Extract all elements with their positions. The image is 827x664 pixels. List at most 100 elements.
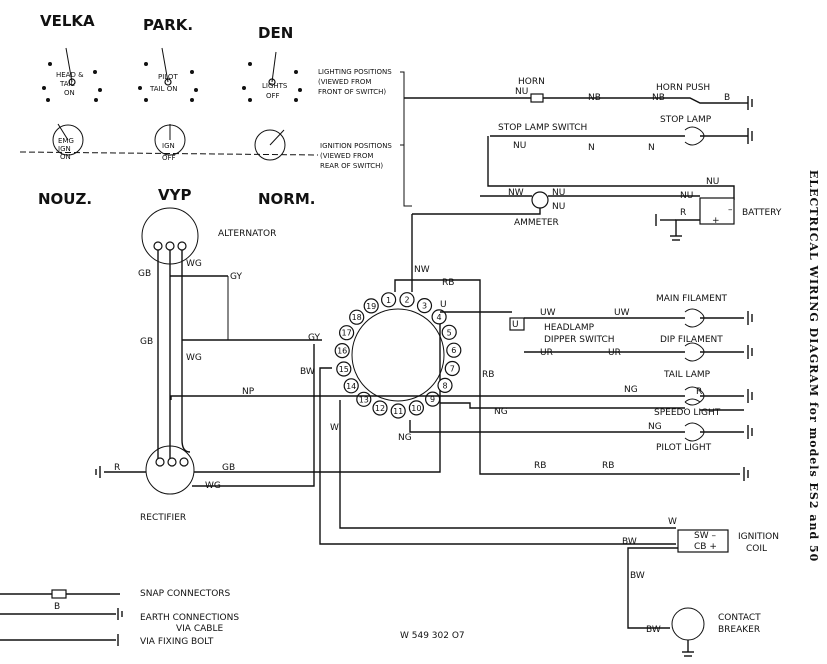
contact-breaker-symbol [671,607,705,641]
switch-terminal-4 [431,309,447,325]
alternator-label: ALTERNATOR [218,229,276,239]
diagram-title: ELECTRICAL WIRING DIAGRAM for models ES2… [807,170,820,562]
wire-nu5: NU [552,202,565,212]
drawing-number: W 549 302 O7 [400,631,465,641]
coil-cb: CB + [694,542,717,552]
dial1-head: HEAD & [56,71,84,79]
wire-wg2: WG [186,353,202,363]
switch-terminal-2 [399,292,415,308]
wire-bw4: BW [646,625,661,635]
dial5-off: OFF [162,154,176,162]
wire-nu3: NU [706,177,719,187]
legend-via-bolt: VIA FIXING BOLT [140,637,214,647]
switch-terminal-label-15: 15 [339,365,349,374]
dial4-on: ON [60,153,71,161]
switch-terminal-label-13: 13 [359,395,369,404]
switch-terminal-18 [349,309,365,325]
dial5-ign: IGN [162,142,175,150]
wire-u1: U [440,300,447,310]
wire-ur1: UR [540,348,553,358]
rectifier-label: RECTIFIER [140,513,186,523]
dip-filament-label: DIP FILAMENT [660,335,723,345]
horn-circuit: HORN HORN PUSH NU NB NB B STOP LAMP SWIT… [404,77,753,153]
wire-n1: N [588,143,595,153]
switch-terminal-label-2: 2 [404,296,409,305]
switch-terminal-label-19: 19 [366,302,376,311]
wire-rb1: RB [442,278,454,288]
wire-nw: NW [508,188,524,198]
breaker-label: BREAKER [718,625,760,635]
switch-terminal-label-9: 9 [430,395,435,404]
wire-nb1: NB [588,93,601,103]
wire-gy2: GY [308,333,321,343]
battery-ammeter: NU NW NU NU NU AMMETER – + BATTERY R [412,136,782,241]
note-lighting-3: FRONT OF SWITCH) [318,88,386,96]
dial4-ign: IGN [58,145,71,153]
wire-rb2: RB [482,370,494,380]
switch-terminal-label-4: 4 [437,313,442,322]
dial2-pilot: PILOT [158,73,178,81]
wire-r-batt: R [680,208,686,218]
stop-switch-label: STOP LAMP SWITCH [498,123,587,133]
wire-gb2: GB [140,337,153,347]
horn-push-label: HORN PUSH [656,83,710,93]
wire-nu1: NU [515,87,528,97]
dipper-switch-symbol [509,317,525,331]
switch-terminal-8 [437,377,453,393]
legend: SNAP CONNECTORS B EARTH CONNECTIONS VIA … [0,589,239,647]
battery-minus: – [728,205,733,215]
switch-terminal-15 [336,361,352,377]
wire-ng4: NG [398,433,412,443]
wire-np: NP [242,387,255,397]
wire-wg3: WG [205,481,221,491]
switch-terminal-5 [441,324,457,340]
coil-sw: SW – [694,531,716,541]
switch-terminal-label-5: 5 [447,328,452,337]
wire-b1: B [724,93,730,103]
tail-lamp-label: TAIL LAMP [663,370,711,380]
switch-terminal-17 [339,325,355,341]
speedo-light-label: SPEEDO LIGHT [654,408,721,418]
switch-terminal-10 [408,400,424,416]
ignition-label: IGNITION [738,532,779,542]
horn-label: HORN [518,77,545,87]
wire-nu-batt: NU [680,191,693,201]
wire-r2: R [696,387,702,397]
dial3-lights: LIGHTS [262,82,288,90]
switch-terminal-label-10: 10 [411,404,421,413]
switch-terminal-label-16: 16 [337,347,347,356]
wire-u2: U [512,320,519,330]
wire-bw3: BW [630,571,645,581]
switch-terminal-7 [444,360,460,377]
ignition-dial-2: IGN OFF [154,124,186,162]
rectifier: RECTIFIER R GB WG [95,320,441,523]
switch-terminal-label-14: 14 [346,382,356,391]
dial4-emg: EMG [58,137,74,145]
wire-gb1: GB [138,269,151,279]
wire-w1: W [330,423,339,433]
switch-terminal-12 [372,400,388,416]
legend-via-cable: VIA CABLE [176,624,223,634]
wire-gy1: GY [230,272,243,282]
switch-terminal-label-18: 18 [352,313,362,322]
dial3-off: OFF [266,92,280,100]
battery-symbol [699,197,735,225]
label-velka: VELKA [40,12,95,30]
alternator: ALTERNATOR GB WG GY GB WG [138,207,322,460]
wire-nu4: NU [552,188,565,198]
battery-plus: + [712,216,720,226]
legend-earth: EARTH CONNECTIONS [140,613,239,623]
dial2-tailon: TAIL ON [149,85,177,93]
switch-positions: VELKA PARK. DEN HEAD & TAIL ON PILOT TAI… [19,12,392,208]
label-nouz: NOUZ. [38,190,92,208]
lighting-dial-1: HEAD & TAIL ON [42,47,102,102]
lighting-dial-2: PILOT TAIL ON [138,47,198,102]
rectifier-symbol [145,445,195,495]
dipper-switch-label: DIPPER SWITCH [544,335,615,345]
wire-nu2: NU [513,141,526,151]
switch-terminal-label-12: 12 [375,404,385,413]
ignition-dial-3 [254,129,286,161]
